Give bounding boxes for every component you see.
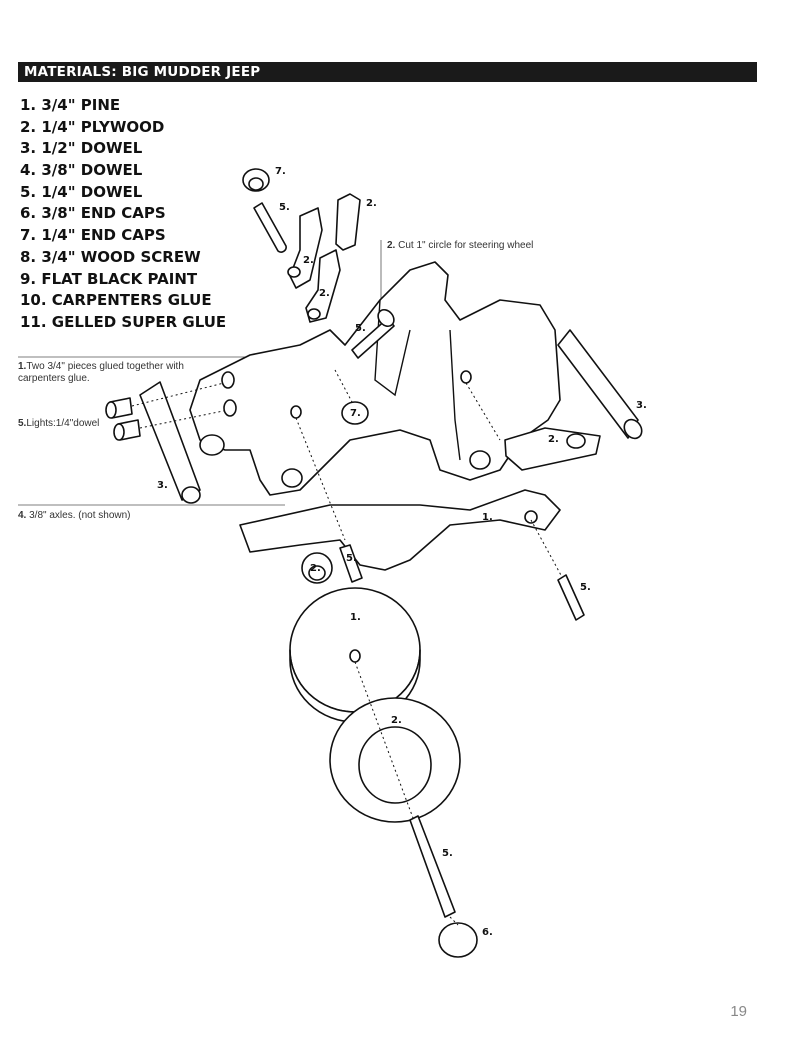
- front-dowel: [139, 381, 201, 501]
- part-label: 3.: [157, 480, 168, 491]
- headlight-end-cap: [341, 401, 369, 425]
- body-edge: [449, 329, 461, 461]
- part-label: 2.: [548, 434, 559, 445]
- material-item: 1. 3/4" PINE: [20, 96, 121, 114]
- light-guide-a: [131, 381, 229, 407]
- end-cap-guide: [449, 916, 459, 926]
- material-item: 9. FLAT BLACK PAINT: [20, 269, 198, 288]
- part-label: 2.: [366, 198, 377, 209]
- light-hole-a: [221, 371, 235, 389]
- material-item: 7. 1/4" END CAPS: [20, 226, 166, 245]
- fender: [239, 489, 561, 571]
- part-label: 5.: [442, 848, 453, 859]
- material-item: 6. 3/8" END CAPS: [20, 204, 166, 223]
- plywood-rectangle: [335, 193, 361, 251]
- tire-ring: [329, 697, 461, 823]
- body-hole: [460, 370, 472, 384]
- seat-hole-a: [287, 266, 301, 278]
- rear-dowel-end: [623, 418, 643, 440]
- page-number: 19: [730, 1003, 747, 1020]
- steering-callout: 2. Cut 1" circle for steering wheel: [387, 240, 534, 251]
- part-label: 5.: [279, 202, 290, 213]
- part-label: 7.: [350, 408, 361, 419]
- material-item: 11. GELLED SUPER GLUE: [20, 312, 227, 331]
- top-end-cap: [242, 168, 270, 192]
- light-dowel-b-end: [113, 423, 125, 441]
- material-item: 2. 1/4" PLYWOOD: [20, 117, 165, 136]
- steering-dowel: [351, 317, 395, 359]
- page-title: MATERIALS: BIG MUDDER JEEP: [18, 62, 757, 82]
- part-label: 5.: [355, 323, 366, 334]
- pieces-callout: 1.Two 3/4" pieces glued together with ca…: [18, 361, 184, 384]
- material-item: 10. CARPENTERS GLUE: [20, 291, 212, 310]
- lights-callout: 5.Lights:1/4"dowel: [18, 418, 100, 429]
- fender-hole: [524, 510, 538, 524]
- seat-piece-b: [305, 249, 341, 323]
- end-cap: [438, 922, 478, 958]
- part-label: 2.: [319, 288, 330, 299]
- part-label: 7.: [275, 166, 286, 177]
- front-dowel-end: [181, 486, 201, 504]
- hub-dowel: [339, 544, 363, 583]
- materials-list: 1. 3/4" PINE 2. 1/4" PLYWOOD 3. 1/2" DOW…: [20, 95, 226, 334]
- seat-hole-b: [307, 308, 321, 320]
- part-label: 1.: [482, 512, 493, 523]
- material-item: 4. 3/8" DOWEL: [20, 161, 143, 180]
- axle-dowel: [409, 815, 456, 918]
- body-hole: [290, 405, 302, 419]
- light-dowel-a-end: [105, 401, 117, 419]
- axle-guide-a: [295, 417, 346, 541]
- part-label: 2.: [391, 715, 402, 726]
- fender-guide: [530, 519, 563, 578]
- part-label: 2.: [303, 255, 314, 266]
- material-item: 8. 3/4" WOOD SCREW: [20, 247, 201, 266]
- part-label: 1.: [350, 612, 361, 623]
- plate-hole: [566, 433, 586, 449]
- hub-cap-inner: [308, 565, 326, 581]
- wheel-well-front-a: [199, 434, 225, 456]
- part-label: 3.: [636, 400, 647, 411]
- axle-guide-b: [465, 382, 501, 441]
- material-item: 5. 1/4" DOWEL: [20, 182, 143, 201]
- material-item: 3. 1/2" DOWEL: [20, 139, 143, 158]
- headlight-guide: [334, 369, 353, 403]
- part-label: 5.: [346, 553, 357, 564]
- top-dowel: [253, 202, 287, 253]
- part-label: 6.: [482, 927, 493, 938]
- light-hole-b: [223, 399, 237, 417]
- steering-wheel: [377, 308, 395, 328]
- wheel-well-front-b: [281, 468, 303, 488]
- part-label: 5.: [580, 582, 591, 593]
- wheel-well-rear: [469, 450, 491, 470]
- fender-dowel: [557, 574, 585, 621]
- axles-callout: 4. 3/8" axles. (not shown): [18, 510, 131, 521]
- part-label: 2.: [310, 563, 321, 574]
- rear-dowel: [557, 329, 639, 439]
